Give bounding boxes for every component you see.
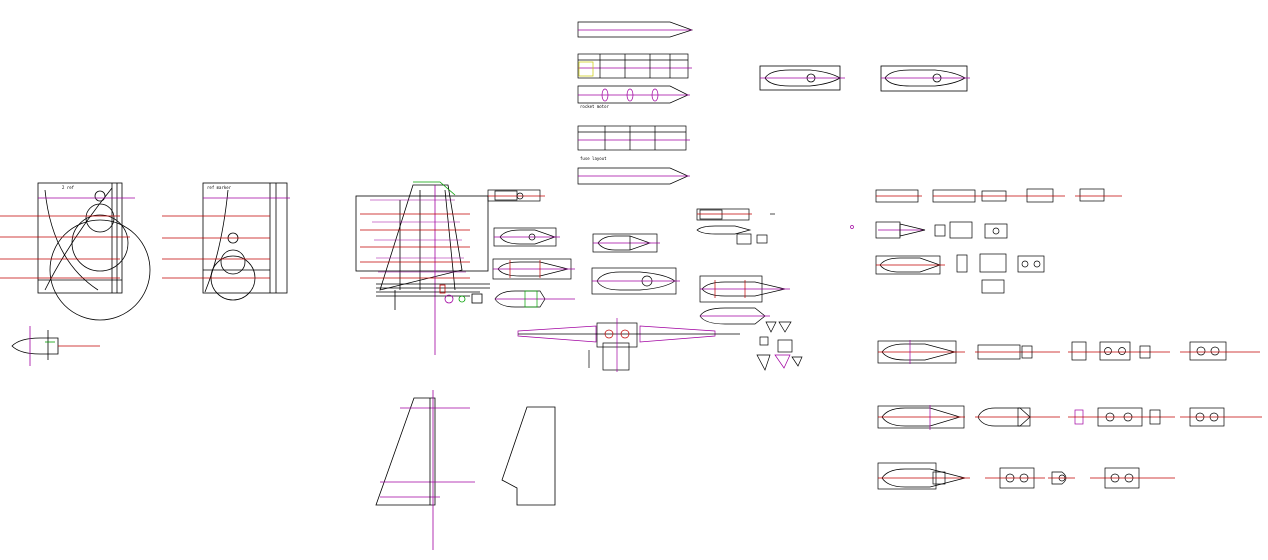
fuselage-strip-4 xyxy=(577,125,690,151)
view-a-label: 2 ref xyxy=(62,185,75,190)
detail-row-3 xyxy=(875,253,1045,294)
fin-planform-magenta-stations xyxy=(370,199,466,273)
wing-note-2: fuse layout xyxy=(580,156,607,161)
circle-view-2-red-lines xyxy=(162,215,270,279)
fuselage-strip-5 xyxy=(577,167,690,185)
circle-construction-view-2 xyxy=(202,182,288,301)
nosecone-top-1 xyxy=(759,65,845,91)
small-nosecone-profile xyxy=(11,326,100,366)
fuselage-strip-3 xyxy=(577,85,690,104)
circle-construction-view-1 xyxy=(37,182,151,321)
pod-assembly-b xyxy=(493,227,560,247)
lower-fin-right xyxy=(501,406,556,506)
detail-row-5 xyxy=(877,405,1262,430)
pod-assembly-e xyxy=(592,233,660,253)
pod-assembly-g xyxy=(696,208,775,245)
wing-note-1: rocket motor xyxy=(580,104,609,109)
pod-assembly-a xyxy=(487,189,545,202)
fin-planform-red-stations xyxy=(360,213,470,279)
view-b-label: ref marker xyxy=(207,185,232,190)
fin-small-parts xyxy=(439,284,483,304)
pod-assembly-h xyxy=(699,275,790,303)
pod-assembly-i xyxy=(699,307,803,371)
fuselage-strip-2 xyxy=(577,53,692,79)
pod-assembly-d xyxy=(494,290,575,308)
nosecone-top-2 xyxy=(880,65,970,92)
detail-row-6 xyxy=(877,462,1175,490)
detail-row-4 xyxy=(877,340,1260,364)
lower-fin-left xyxy=(375,390,475,550)
fuselage-strip-1 xyxy=(577,21,694,38)
detail-row-1 xyxy=(875,188,1122,203)
fin-planform-large xyxy=(355,181,490,355)
wing-span-assembly xyxy=(517,318,740,372)
pod-assembly-c xyxy=(492,258,575,280)
detail-row-2 xyxy=(850,221,1008,239)
circle-view-1-red-lines xyxy=(0,215,130,279)
pod-assembly-f xyxy=(591,267,680,295)
